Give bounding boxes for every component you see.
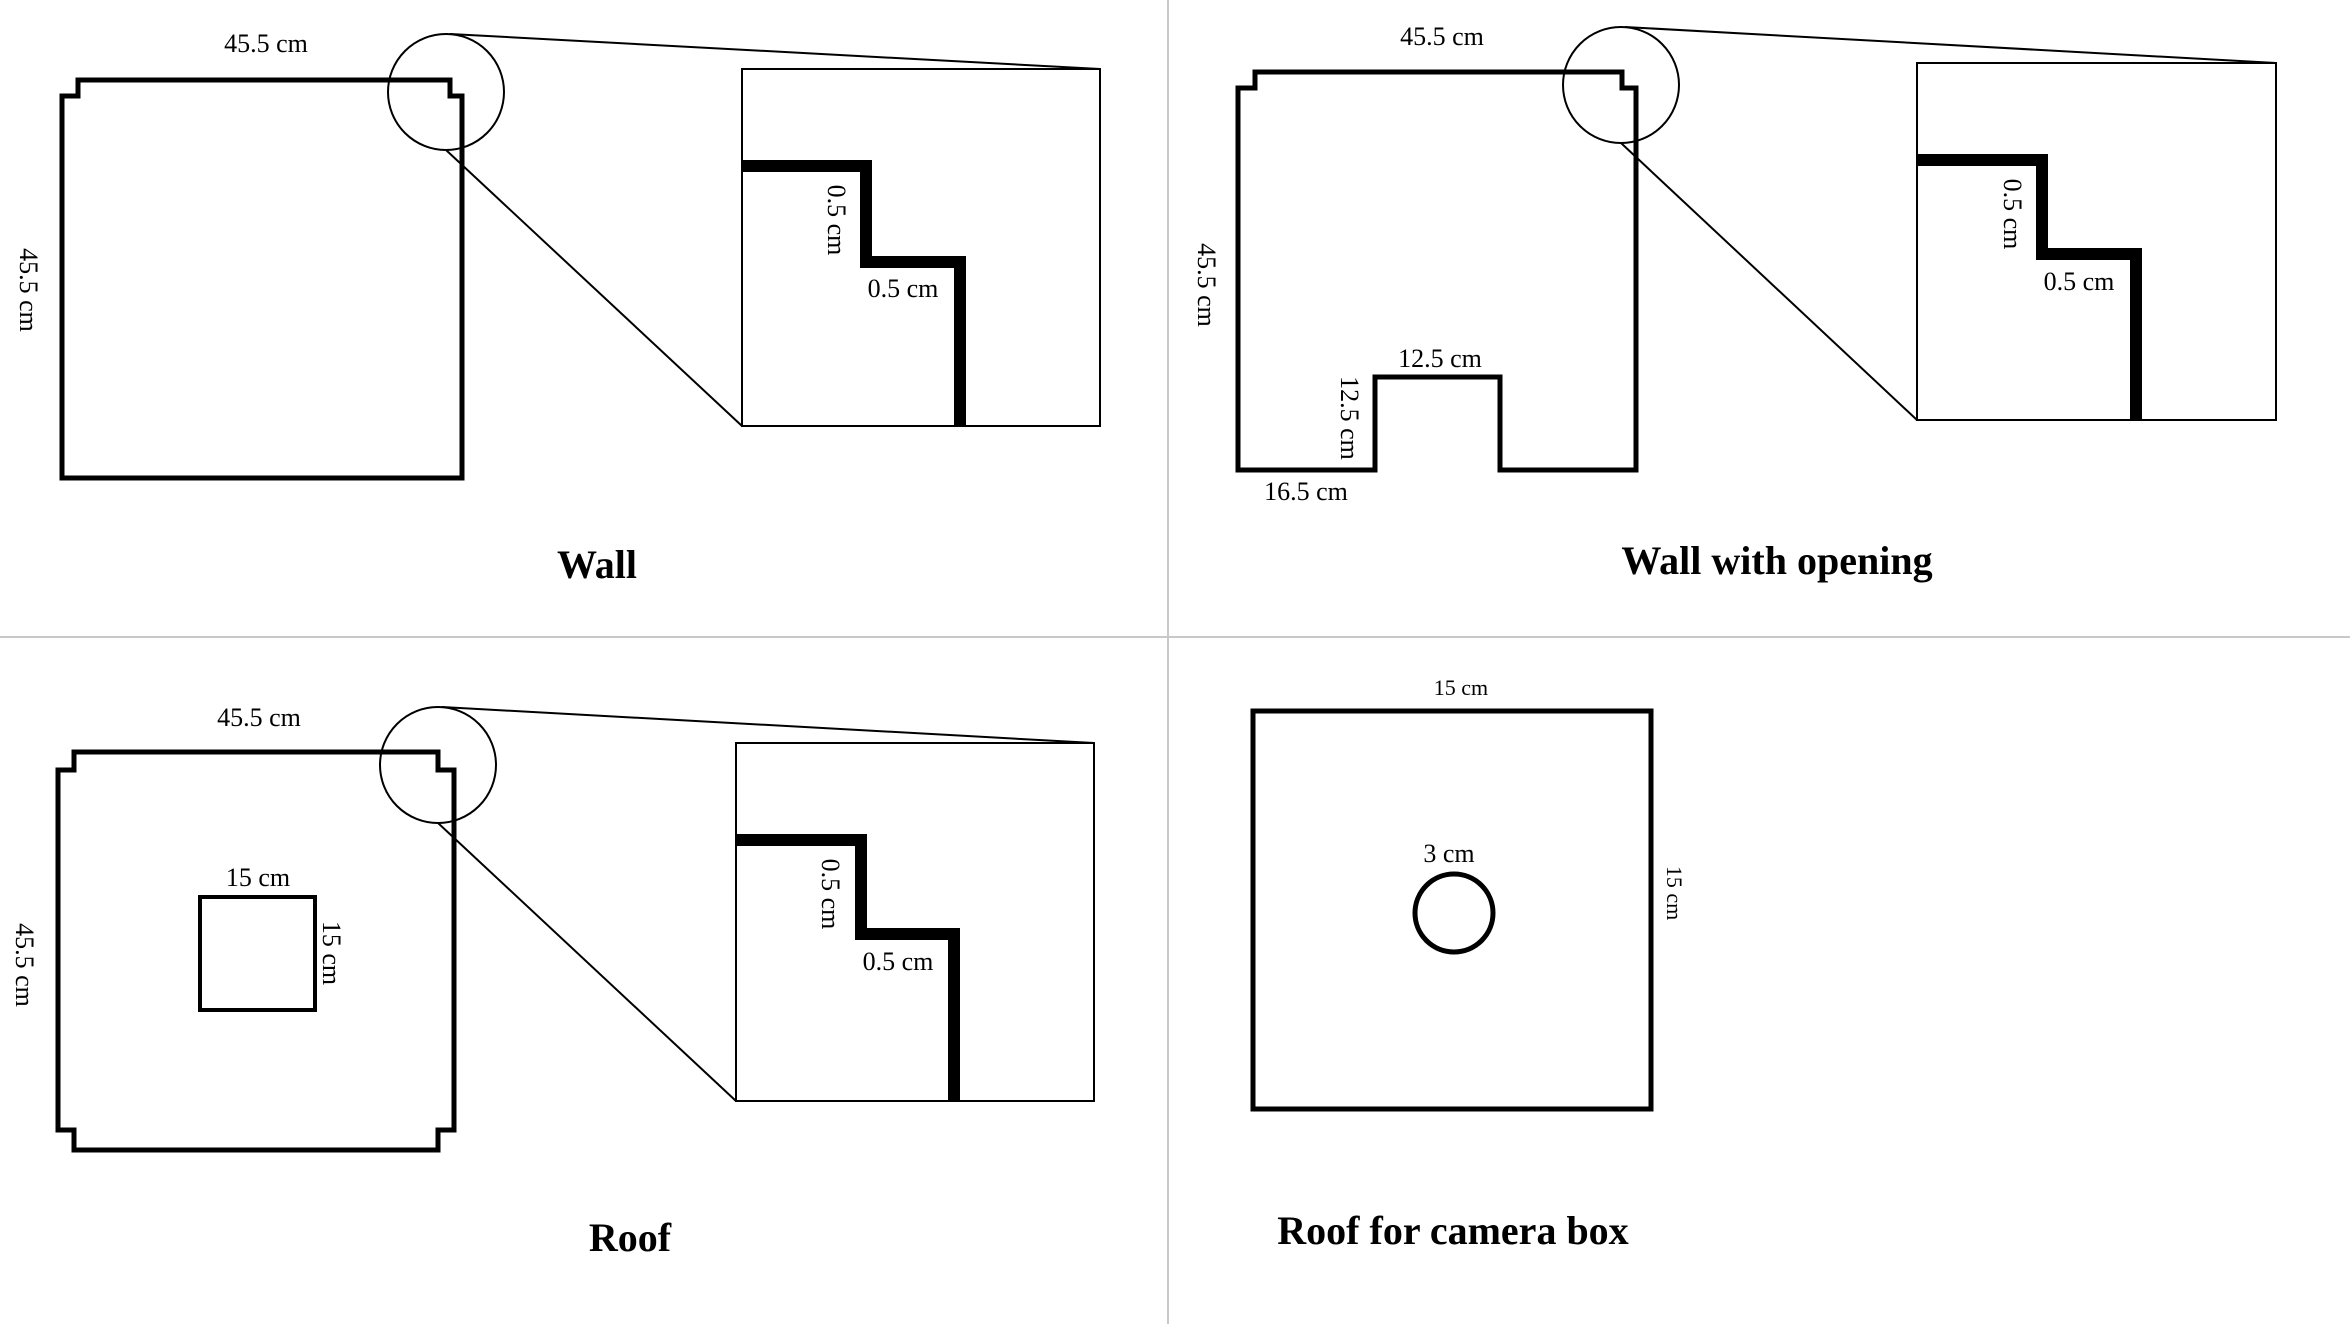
- wall-title: Wall: [557, 542, 637, 587]
- roof-zoom-box: [735, 742, 1095, 1102]
- wall-zoom-line-top: [449, 33, 1101, 70]
- camera-roof-outline: [1250, 708, 1654, 1112]
- panel-wall-opening: 45.5 cm 45.5 cm 12.5 cm 12.5 cm 16.5 cm …: [1192, 22, 2277, 583]
- camera-roof-top-dimension: 15 cm: [1434, 675, 1488, 700]
- wall-opening-zoom-step: [1917, 154, 2142, 420]
- wall-zoom-step: [742, 160, 966, 426]
- roof-hole-width-dimension: 15 cm: [226, 863, 290, 892]
- camera-roof-side-dimension: 15 cm: [1662, 866, 1687, 920]
- camera-roof-circle: [1412, 871, 1496, 955]
- roof-title: Roof: [589, 1215, 672, 1260]
- roof-zoom-line-top: [441, 706, 1095, 744]
- wall-opening-zoom-vertical-dimension: 0.5 cm: [1998, 179, 2027, 250]
- wall-opening-height-dimension: 12.5 cm: [1335, 376, 1364, 460]
- camera-roof-title: Roof for camera box: [1277, 1208, 1628, 1253]
- roof-zoom-step: [736, 834, 960, 1101]
- wall-top-dimension: 45.5 cm: [224, 29, 308, 58]
- wall-zoom-circle: [387, 33, 505, 151]
- panel-camera-roof: 15 cm 15 cm 3 cm Roof for camera box: [1250, 675, 1687, 1253]
- roof-side-dimension: 45.5 cm: [10, 923, 39, 1007]
- wall-opening-bottom-left-dimension: 16.5 cm: [1264, 477, 1348, 506]
- wall-opening-top-dimension: 45.5 cm: [1400, 22, 1484, 51]
- wall-opening-zoom-line-top: [1624, 26, 2277, 64]
- roof-top-dimension: 45.5 cm: [217, 703, 301, 732]
- roof-outline: [55, 749, 457, 1153]
- wall-opening-zoom-horizontal-dimension: 0.5 cm: [2044, 267, 2115, 296]
- wall-opening-zoom-box: [1916, 62, 2277, 421]
- roof-hole-height-dimension: 15 cm: [317, 921, 346, 985]
- camera-roof-circle-dimension: 3 cm: [1423, 839, 1474, 868]
- wall-zoom-box: [741, 68, 1101, 427]
- wall-opening-outline: [1235, 69, 1639, 473]
- panel-wall: 45.5 cm 45.5 cm 0.5 cm 0.5 cm Wall: [14, 29, 1101, 587]
- roof-zoom-line-bottom: [437, 822, 737, 1102]
- wall-opening-width-dimension: 12.5 cm: [1398, 344, 1482, 373]
- roof-center-hole: [198, 895, 317, 1012]
- wall-outline: [59, 77, 465, 481]
- roof-zoom-horizontal-dimension: 0.5 cm: [863, 947, 934, 976]
- roof-zoom-vertical-dimension: 0.5 cm: [816, 859, 845, 930]
- wall-zoom-horizontal-dimension: 0.5 cm: [868, 274, 939, 303]
- wall-zoom-line-bottom: [445, 149, 743, 427]
- wall-opening-side-dimension: 45.5 cm: [1192, 243, 1221, 327]
- wall-opening-title: Wall with opening: [1621, 538, 1932, 583]
- wall-zoom-vertical-dimension: 0.5 cm: [822, 185, 851, 256]
- wall-side-dimension: 45.5 cm: [14, 248, 43, 332]
- wall-opening-zoom-line-bottom: [1620, 142, 1918, 421]
- panel-roof: 45.5 cm 45.5 cm 15 cm 15 cm 0.5 cm 0.5 c…: [10, 703, 1095, 1260]
